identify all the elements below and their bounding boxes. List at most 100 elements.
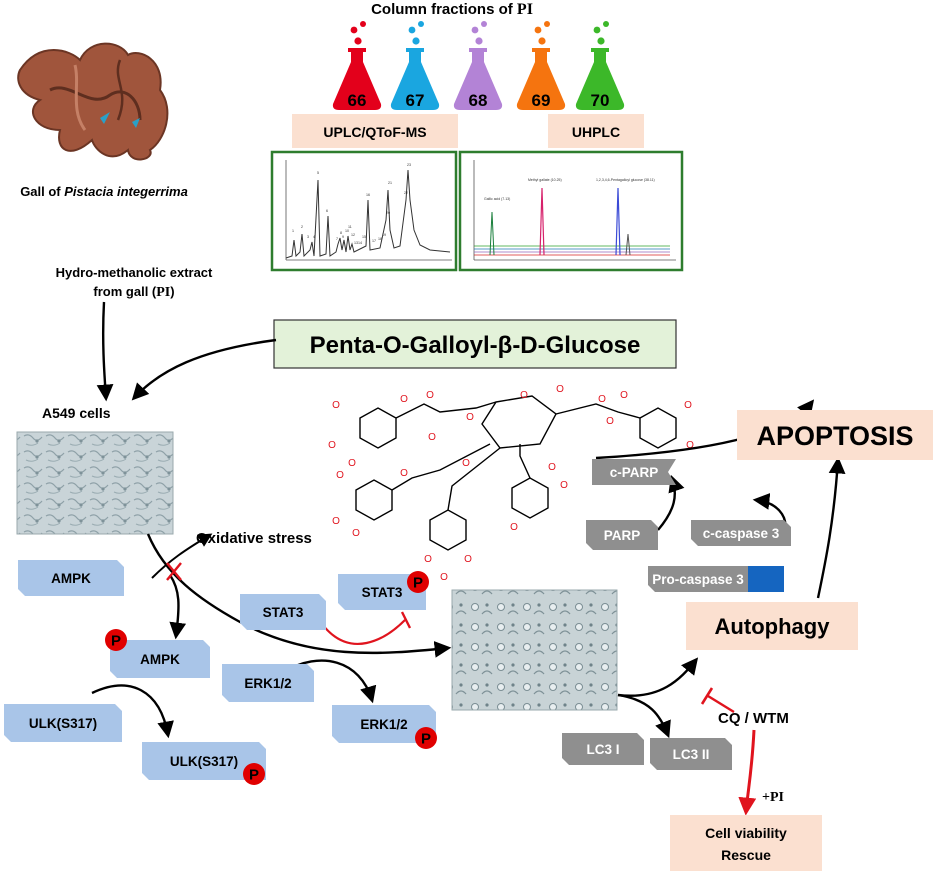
peak-label: 23 xyxy=(407,163,411,167)
erk-phospho-box: ERK1/2 xyxy=(332,705,436,743)
flask-67: 67 xyxy=(390,21,440,110)
ulk-box: ULK(S317) xyxy=(4,704,122,742)
flask-label-67: 67 xyxy=(406,91,425,110)
treated-cells-image xyxy=(451,589,618,711)
flask-label-68: 68 xyxy=(469,91,488,110)
parp-box: PARP xyxy=(586,520,658,550)
erk-phospho-label: ERK1/2 xyxy=(360,717,407,732)
svg-text:O: O xyxy=(548,462,556,473)
flask-68: 68 xyxy=(453,21,503,110)
uhplc-label-box xyxy=(548,114,644,148)
peak-label: 16 xyxy=(366,193,370,197)
extract-label-line2: from gall (PI) xyxy=(93,284,174,300)
pgg-peak-label: 1,2,3,4,6-Pentagalloyl glucose (38.11) xyxy=(596,178,655,182)
svg-text:O: O xyxy=(620,390,628,401)
peak-label: 20 xyxy=(386,211,390,215)
svg-text:O: O xyxy=(332,516,340,527)
autophagy-box xyxy=(686,602,858,650)
phospho-marker-ampk: P xyxy=(105,629,127,651)
pgg-structure xyxy=(355,395,677,551)
compound-name: Penta-O-Galloyl-β-D-Glucose xyxy=(310,332,641,359)
inhibitor-label: CQ / WTM xyxy=(718,710,789,727)
fractions-title: Column fractions of PI xyxy=(371,1,533,18)
ulk-phospho-label: ULK(S317) xyxy=(170,754,238,769)
apoptosis-label: APOPTOSIS xyxy=(756,421,913,451)
svg-text:O: O xyxy=(686,440,694,451)
ulk-phospho-box: ULK(S317) xyxy=(142,742,266,780)
svg-text:P: P xyxy=(413,575,423,592)
stat3-box: STAT3 xyxy=(240,594,326,630)
svg-text:O: O xyxy=(510,522,518,533)
rescue-arrow xyxy=(738,729,757,816)
svg-text:O: O xyxy=(332,400,340,411)
svg-text:O: O xyxy=(560,480,568,491)
peak-label: 6 xyxy=(326,209,328,213)
erk-label: ERK1/2 xyxy=(244,676,291,691)
peak-label: 21 xyxy=(388,181,392,185)
flask-69: 69 xyxy=(516,21,566,110)
peak-label: 1 xyxy=(292,229,294,233)
peak-label: 12 xyxy=(351,233,355,237)
a549-cells-image xyxy=(16,431,174,535)
svg-text:O: O xyxy=(464,554,472,565)
ampk-phospho-label: AMPK xyxy=(140,652,180,667)
svg-text:O: O xyxy=(424,554,432,565)
phospho-marker-ulk: P xyxy=(243,763,265,785)
svg-text:O: O xyxy=(440,572,448,583)
peak-label: 7 xyxy=(336,237,338,241)
svg-text:O: O xyxy=(352,528,360,539)
peak-label: 17 xyxy=(372,239,376,243)
svg-text:O: O xyxy=(462,458,470,469)
uplc-label: UPLC/QToF-MS xyxy=(323,124,426,140)
rescue-box xyxy=(670,815,822,871)
svg-text:O: O xyxy=(606,416,614,427)
peak-label: 5 xyxy=(317,171,319,175)
erk-box: ERK1/2 xyxy=(222,664,314,702)
svg-text:P: P xyxy=(249,767,259,784)
c-caspase-box: c-caspase 3 xyxy=(691,520,791,546)
peak-label: 10 xyxy=(345,229,349,233)
flask-label-69: 69 xyxy=(532,91,551,110)
autophagy-label: Autophagy xyxy=(715,614,831,639)
cells-label: A549 cells xyxy=(42,405,111,421)
svg-text:O: O xyxy=(400,468,408,479)
svg-text:O: O xyxy=(400,394,408,405)
phospho-marker-stat3: P xyxy=(407,571,429,593)
rescue-line1: Cell viability xyxy=(705,825,787,841)
peak-label: 11 xyxy=(348,225,352,229)
svg-text:P: P xyxy=(421,731,431,748)
apoptosis-box xyxy=(737,410,933,460)
peak-label: 14 xyxy=(358,241,362,245)
plus-pi-label: +PI xyxy=(762,790,784,805)
peak-label: 3 xyxy=(307,235,309,239)
oxidative-stress-label: Oxidative stress xyxy=(196,530,312,547)
peak-label: 18 xyxy=(378,237,382,241)
flask-70: 70 xyxy=(575,21,625,110)
rescue-line2: Rescue xyxy=(721,847,771,863)
stat3-phospho-box: STAT3 xyxy=(338,574,426,610)
flask-label-70: 70 xyxy=(591,91,610,110)
stat3-label: STAT3 xyxy=(263,605,304,620)
flask-66: 66 xyxy=(332,21,382,110)
svg-text:O: O xyxy=(426,390,434,401)
svg-text:P: P xyxy=(111,633,121,650)
lc3-ii-box: LC3 II xyxy=(650,738,732,770)
ampk-box: AMPK xyxy=(18,560,124,596)
lc3-i-label: LC3 I xyxy=(586,742,619,757)
parp-label: PARP xyxy=(604,528,641,543)
peak-label: 15 xyxy=(362,235,366,239)
svg-text:O: O xyxy=(328,440,336,451)
stat3-phospho-label: STAT3 xyxy=(362,585,403,600)
lc3-i-box: LC3 I xyxy=(562,733,644,765)
svg-text:O: O xyxy=(598,394,606,405)
peak-label: 8 xyxy=(340,231,342,235)
svg-text:O: O xyxy=(466,412,474,423)
peak-label: 22 xyxy=(404,191,408,195)
flask-label-66: 66 xyxy=(348,91,367,110)
peak-label: 13 xyxy=(354,241,358,245)
ulk-label: ULK(S317) xyxy=(29,716,97,731)
inhibition-x xyxy=(166,562,182,581)
ampk-label: AMPK xyxy=(51,571,91,586)
